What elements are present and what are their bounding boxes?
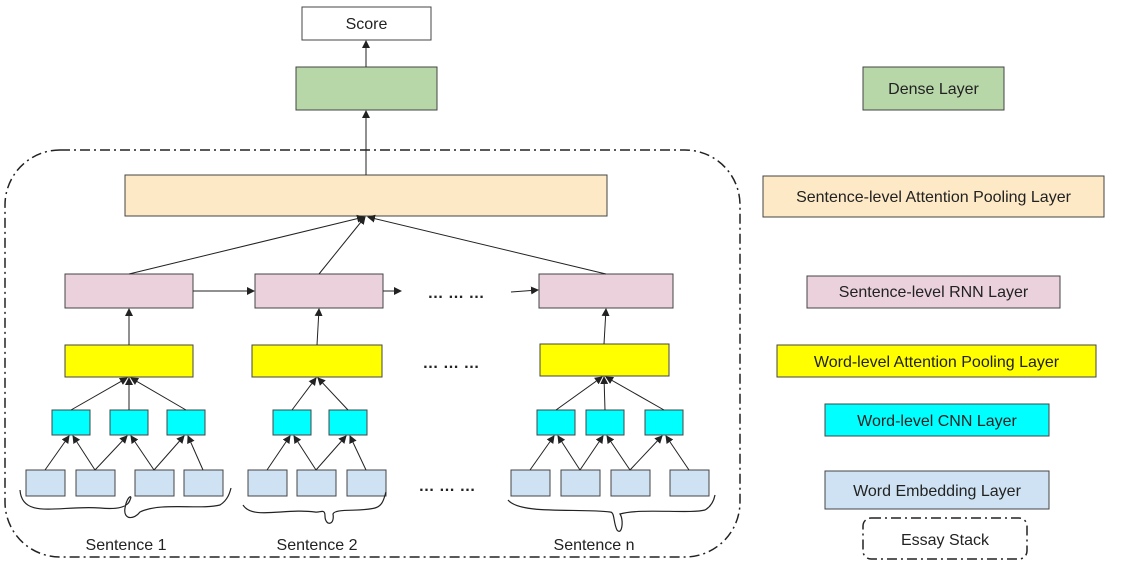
word-attention-node-2 [251, 344, 383, 378]
arrow [187, 435, 204, 471]
legend-rnn-label: Sentence-level RNN Layer [839, 284, 1029, 301]
arrow [606, 435, 631, 471]
arrow [128, 214, 365, 275]
sentence-label-1: Sentence 1 [86, 537, 167, 554]
arrow [317, 377, 349, 411]
legend-word-attention-label: Word-level Attention Pooling Layer [814, 354, 1060, 371]
rnn-node-1 [64, 273, 194, 309]
legend-essay-stack-box [862, 517, 1028, 560]
embedding-node [346, 469, 387, 497]
legend-essay-stack-label: Essay Stack [901, 532, 990, 549]
legend-cnn-label: Word-level CNN Layer [857, 413, 1017, 430]
arrow [291, 377, 317, 411]
arrow [605, 376, 665, 411]
arrow [529, 435, 555, 471]
cnn-node [272, 409, 312, 436]
embedding-node [183, 469, 224, 497]
arrow [629, 435, 663, 471]
arrow [555, 376, 603, 411]
cnn-node [109, 409, 149, 436]
arrow [314, 308, 323, 346]
arrow [510, 286, 539, 295]
arrow [315, 435, 347, 471]
legend-attention-pool-box [762, 175, 1105, 218]
word-attention-node-1 [64, 344, 194, 378]
ellipsis-rnn: … … … [428, 285, 485, 302]
ellipsis-embedding: … … … [419, 478, 476, 495]
arrow [293, 435, 317, 471]
sentence-brace [242, 491, 387, 524]
arrow [367, 214, 607, 275]
embedding-node [25, 469, 66, 497]
sentence-attention-pooling-node [124, 174, 608, 217]
legend-cnn-box [824, 403, 1050, 437]
embedding-node [610, 469, 651, 497]
ellipsis-word-attention: … … … [423, 355, 480, 372]
arrow [94, 435, 128, 471]
embedding-node [75, 469, 116, 497]
legend-dense-box [862, 66, 1005, 111]
rnn-node-2 [254, 273, 384, 309]
arrow [665, 435, 690, 471]
legend-rnn-box [806, 275, 1061, 309]
embedding-node [510, 469, 551, 497]
legend-word-attention-box [776, 344, 1097, 378]
legend-attention-pool-label: Sentence-level Attention Pooling Layer [796, 189, 1072, 206]
sentence-label-n: Sentence n [554, 537, 635, 554]
arrow [266, 435, 291, 471]
embedding-node [560, 469, 601, 497]
cnn-node [536, 409, 576, 436]
sentence-label-2: Sentence 2 [277, 537, 358, 554]
arrow [349, 435, 367, 471]
score-label: Score [346, 16, 388, 33]
cnn-node [328, 409, 368, 436]
arrow [153, 435, 185, 471]
rnn-node-n [538, 273, 674, 309]
essay-stack-container [4, 149, 741, 558]
arrow [72, 435, 96, 471]
cnn-node [585, 409, 625, 436]
arrow [601, 308, 610, 345]
embedding-node [247, 469, 288, 497]
legend-dense-label: Dense Layer [888, 81, 979, 98]
cnn-node [644, 409, 684, 436]
arrow [130, 377, 187, 411]
word-attention-node-n [539, 343, 670, 377]
arrow [557, 435, 581, 471]
sentence-brace [19, 487, 232, 519]
score-node [301, 6, 432, 41]
legend-embedding-label: Word Embedding Layer [853, 483, 1021, 500]
cnn-node [51, 409, 91, 436]
sentence-brace [507, 494, 716, 532]
arrow [600, 376, 609, 411]
arrow [579, 435, 604, 471]
cnn-node [166, 409, 206, 436]
arrow [318, 216, 366, 275]
embedding-node [296, 469, 337, 497]
dense-layer-node [295, 66, 438, 111]
arrow [44, 435, 70, 471]
arrow [70, 377, 128, 411]
embedding-node [134, 469, 175, 497]
arrow [130, 435, 155, 471]
legend-embedding-box [824, 470, 1050, 510]
embedding-node [669, 469, 710, 497]
